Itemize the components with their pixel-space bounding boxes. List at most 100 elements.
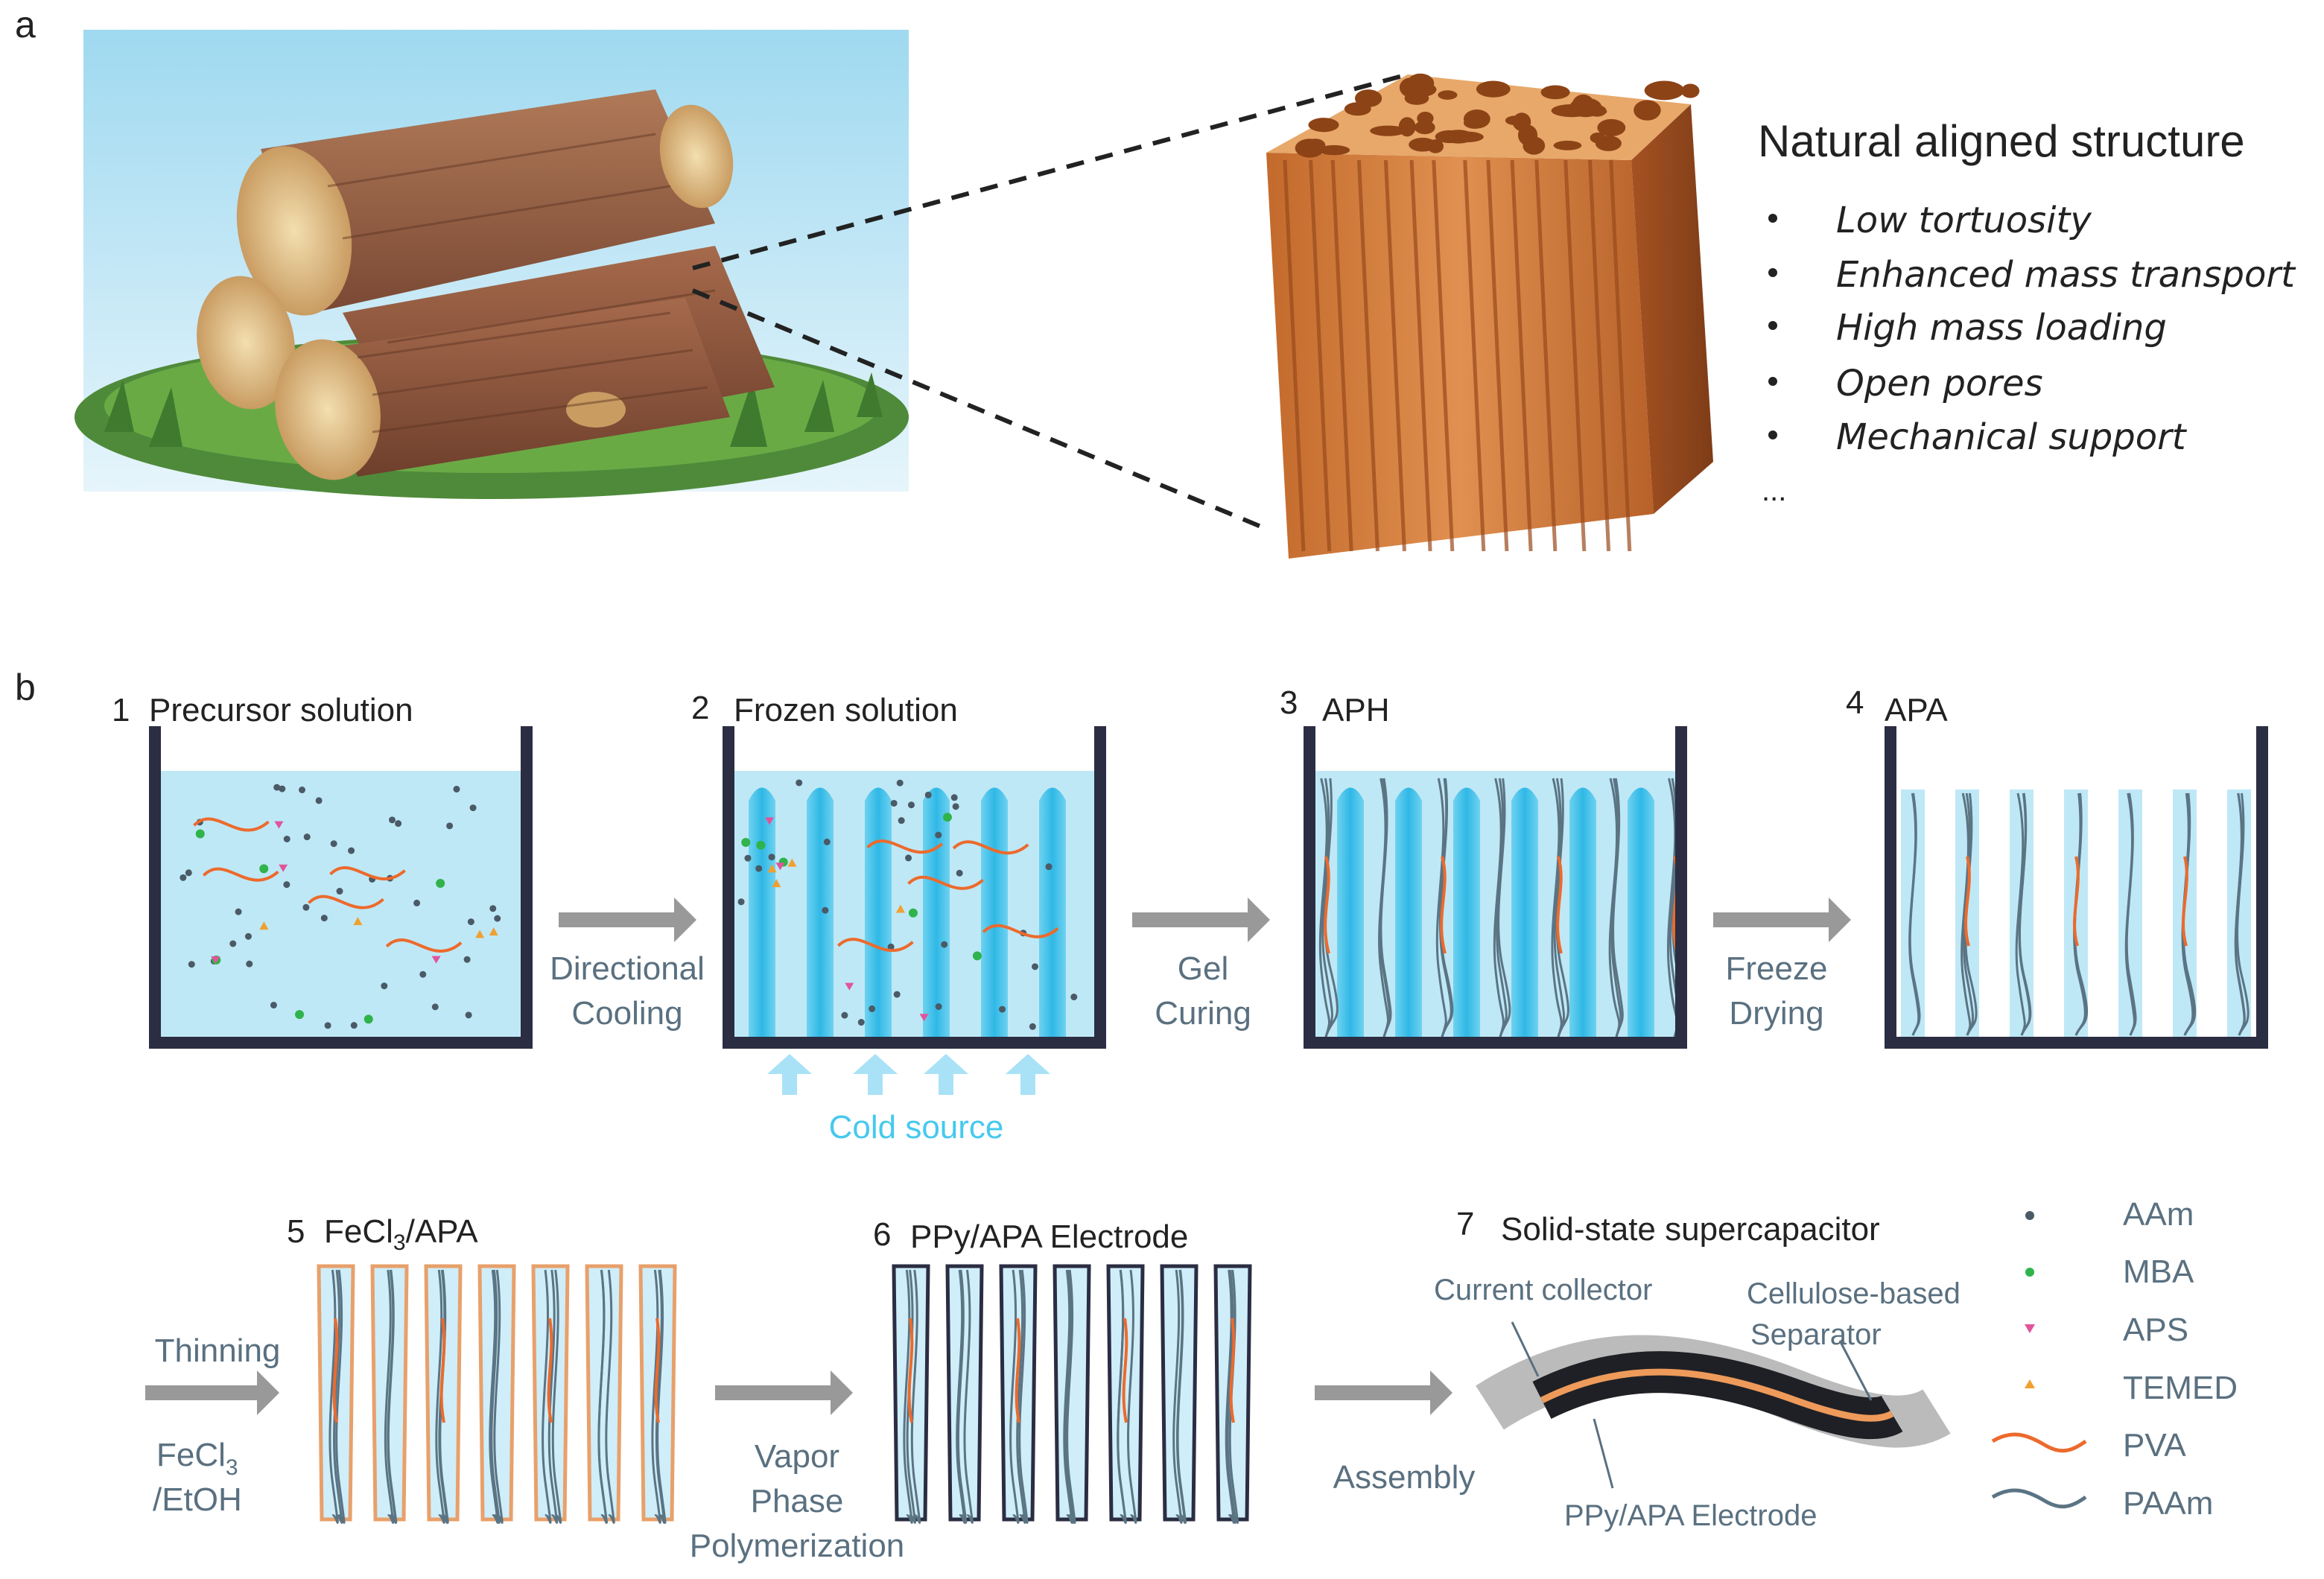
- paam-chain: [547, 1269, 559, 1524]
- precursor-aam-dot: [246, 960, 253, 968]
- feature-ellipsis: ...: [1762, 474, 1786, 507]
- frozen-aam-dot: [952, 803, 959, 810]
- legend-paam-label: PAAm: [2123, 1485, 2213, 1522]
- precursor-mba-dot: [363, 1014, 373, 1024]
- pva-chain: [1122, 1318, 1128, 1423]
- step-2-title: Frozen solution: [734, 692, 958, 728]
- precursor-aam-dot: [336, 888, 343, 895]
- wood-channel: [1510, 159, 1533, 552]
- wood-pore: [1344, 102, 1371, 116]
- wood-channel: [1432, 159, 1455, 552]
- pva-chain: [547, 1318, 553, 1423]
- step-4-title: APA: [1885, 692, 1948, 728]
- pva-chain: [439, 1318, 446, 1423]
- paam-chain: [2018, 792, 2032, 1036]
- paam-chain: [1496, 778, 1508, 1038]
- frozen-aam-dot: [905, 854, 912, 862]
- precursor-aam-dot: [188, 961, 195, 968]
- legend-aps-label: APS: [2123, 1312, 2188, 1348]
- fecl3-strip: [585, 1264, 623, 1522]
- wood-channel: [1463, 159, 1486, 552]
- legend-pva-wave: [1991, 1432, 2087, 1453]
- precursor-aam-dot: [180, 874, 187, 881]
- precursor-temed-triangle: [489, 927, 498, 936]
- pva-chain: [1440, 856, 1447, 954]
- ice-column: [1039, 787, 1066, 1039]
- frozen-aam-dot: [924, 791, 932, 798]
- cold-source-label: Cold source: [829, 1109, 1004, 1146]
- panel-a-title: Natural aligned structure: [1758, 116, 2245, 166]
- paam-chain: [1612, 778, 1624, 1038]
- precursor-aam-dot: [330, 840, 337, 848]
- feature-item: Mechanical support: [1836, 416, 2188, 458]
- arrow-2-label-line2: Curing: [1155, 995, 1251, 1032]
- precursor-pva-chain: [193, 817, 270, 832]
- frozen-aam-dot: [857, 1019, 865, 1026]
- electrode-label: PPy/APA Electrode: [1564, 1499, 1817, 1532]
- feature-list: Low tortuosity Enhanced mass transport H…: [1762, 200, 2296, 507]
- arrow-vapor-phase: [715, 1370, 853, 1415]
- arrow-assembly: [1315, 1370, 1452, 1415]
- pva-chain: [2073, 856, 2080, 947]
- frozen-aam-dot: [768, 854, 775, 861]
- cold-source-arrows: [767, 1054, 1050, 1095]
- frozen-temed-triangle: [787, 858, 797, 867]
- precursor-container: [149, 726, 533, 1049]
- frozen-aam-dot: [737, 898, 745, 906]
- zoom-line-top: [692, 72, 1409, 270]
- supercapacitor-device: [1476, 1335, 1951, 1448]
- ppy-strip: [1106, 1264, 1145, 1522]
- legend-mba-label: MBA: [2123, 1254, 2194, 1290]
- paam-chain: [1553, 778, 1566, 1038]
- frozen-aam-dot: [896, 779, 904, 787]
- step-5-title-sub: 3: [393, 1230, 406, 1255]
- frozen-aam-dot: [935, 831, 942, 839]
- arrow-3-label-line2: Drying: [1729, 995, 1823, 1032]
- precursor-aam-dot: [320, 915, 328, 922]
- paam-chain: [605, 1269, 615, 1524]
- wood-pore: [1540, 85, 1570, 100]
- paam-chain: [542, 1269, 552, 1524]
- frozen-aam-dot: [887, 943, 895, 950]
- feature-item: Enhanced mass transport: [1836, 254, 2296, 296]
- apa-wall: [2118, 790, 2142, 1037]
- precursor-temed-triangle: [475, 930, 485, 938]
- step-5-title-rest: /APA: [406, 1213, 479, 1250]
- legend-temed-label: TEMED: [2123, 1370, 2238, 1406]
- arrow-6-label: Assembly: [1333, 1459, 1476, 1496]
- paam-chain: [1497, 778, 1511, 1038]
- precursor-pva-chain: [385, 938, 463, 953]
- precursor-aps-triangle: [211, 956, 220, 964]
- arrow-1-label-line1: Directional: [550, 950, 705, 987]
- legend-pva-label: PVA: [2123, 1427, 2186, 1464]
- frozen-aps-triangle: [775, 862, 785, 871]
- feature-bullet: [1768, 321, 1777, 330]
- frozen-container: [723, 726, 1106, 1049]
- precursor-aam-dot: [467, 918, 474, 926]
- frozen-aam-dot: [898, 817, 905, 825]
- precursor-mba-dot: [295, 1010, 305, 1020]
- step-2-number: 2: [691, 690, 709, 726]
- separator-label-line1: Cellulose-based: [1747, 1277, 1961, 1310]
- wood-pore: [1590, 132, 1606, 144]
- precursor-aam-dot: [431, 1003, 439, 1011]
- wood-pore: [1318, 144, 1350, 156]
- ice-column: [1453, 787, 1480, 1039]
- wood-channel: [1409, 159, 1432, 552]
- ice-column: [1337, 787, 1364, 1039]
- ppy-strip: [1213, 1264, 1252, 1522]
- paam-chain: [1018, 1269, 1029, 1524]
- paam-chain: [2125, 792, 2137, 1036]
- paam-chain: [903, 1269, 913, 1524]
- panel-a-label: a: [15, 4, 36, 45]
- wood-pore: [1634, 100, 1661, 121]
- paam-chain: [1127, 1269, 1137, 1524]
- wood-pore: [1370, 125, 1406, 136]
- feature-bullet: [1768, 214, 1777, 223]
- current-collector-label: Current collector: [1434, 1274, 1652, 1306]
- paam-chain: [1066, 1269, 1076, 1524]
- paam-chain: [2234, 792, 2246, 1036]
- pva-chain: [1964, 856, 1971, 947]
- paam-chain: [956, 1269, 966, 1524]
